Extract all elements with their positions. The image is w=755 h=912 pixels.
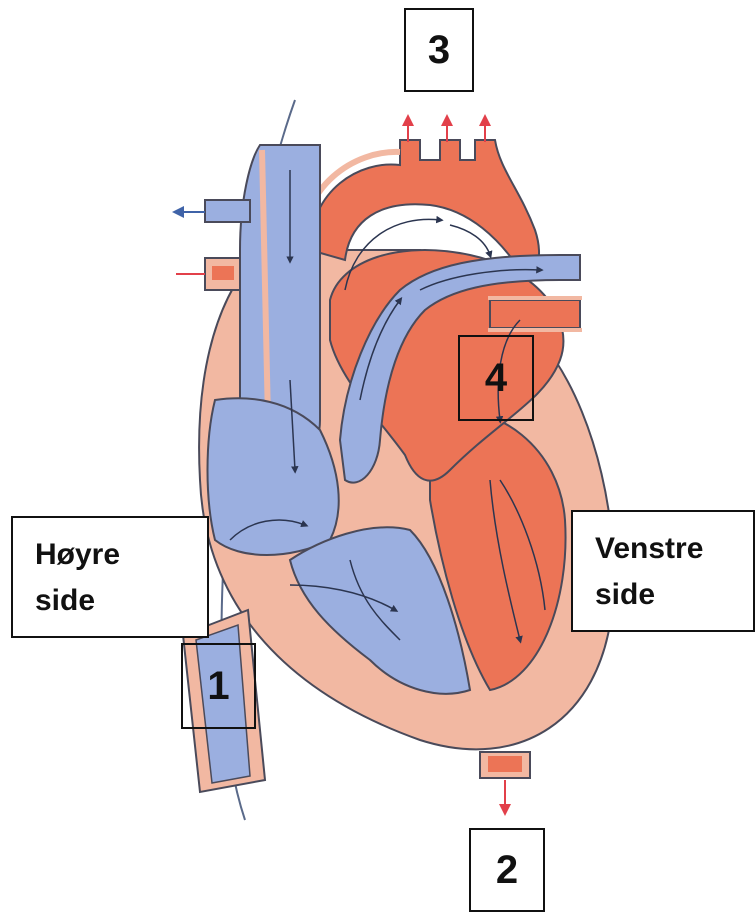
marker-1-label: 1 (207, 664, 229, 709)
marker-1-box: 1 (181, 643, 256, 729)
right-side-line2: side (35, 578, 207, 624)
marker-3-box: 3 (404, 8, 474, 92)
marker-3-label: 3 (428, 28, 450, 73)
left-side-line2: side (595, 572, 753, 618)
pulmonary-vein (490, 300, 580, 328)
marker-4-box: 4 (458, 335, 534, 421)
left-side-line1: Venstre (595, 526, 753, 572)
right-side-label-box: Høyre side (11, 516, 209, 638)
marker-4-label: 4 (485, 356, 507, 401)
marker-2-label: 2 (496, 848, 518, 893)
left-side-label-box: Venstre side (571, 510, 755, 632)
marker-2-box: 2 (469, 828, 545, 912)
left-vessel-blue (205, 200, 250, 222)
right-side-line1: Høyre (35, 532, 207, 578)
